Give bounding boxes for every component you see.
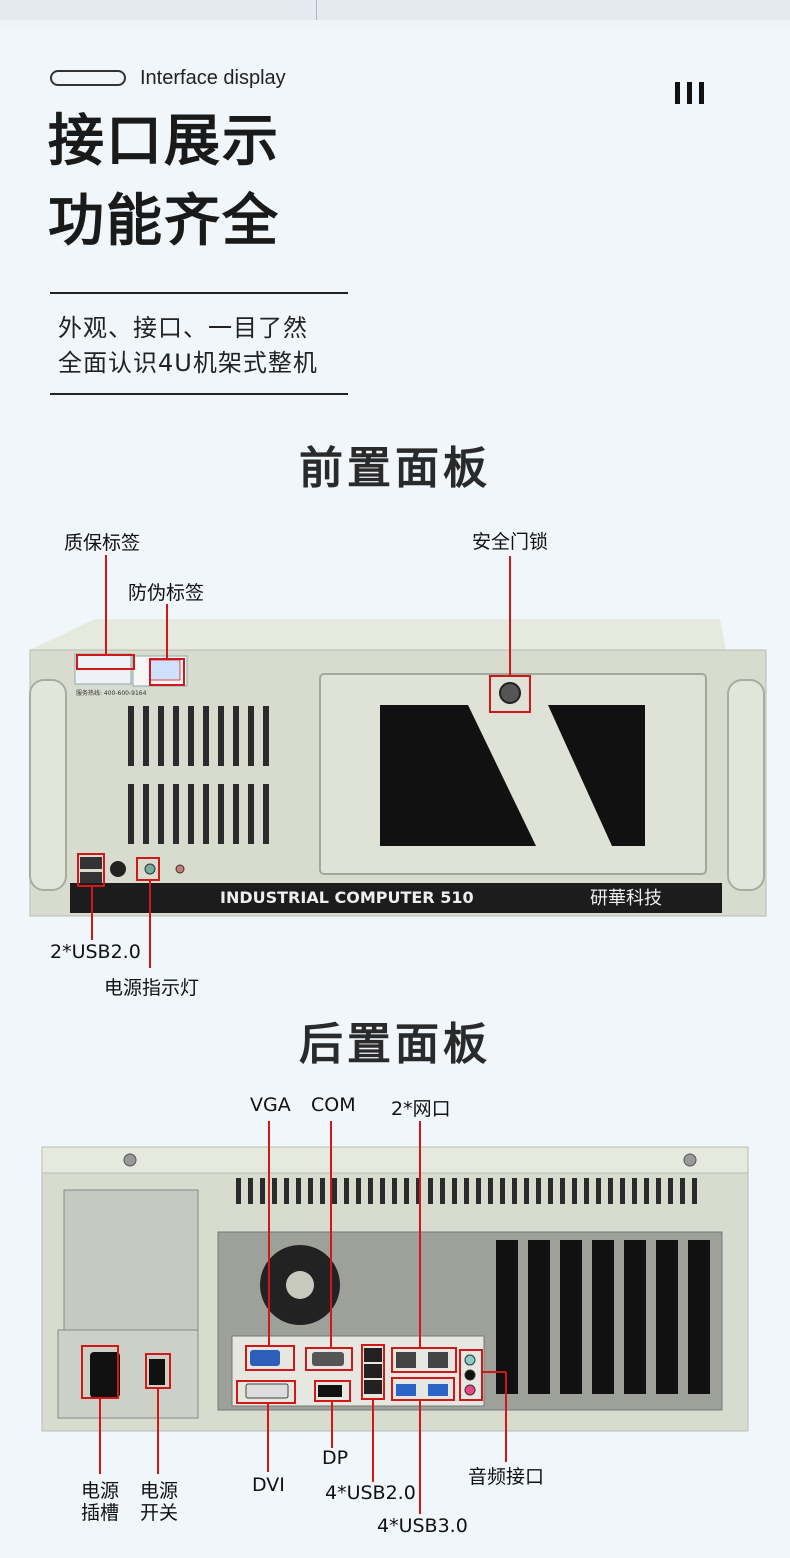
label-anti-counterfeit: 防伪标签 xyxy=(128,582,205,604)
rear-panel-heading: 后置面板 xyxy=(299,1019,491,1070)
label-vga: VGA xyxy=(250,1094,291,1116)
usb3-port-2 xyxy=(428,1384,448,1396)
usb2-port-1 xyxy=(364,1348,382,1362)
power-socket xyxy=(90,1352,120,1398)
power-switch xyxy=(149,1359,165,1385)
roman-numeral-three-icon xyxy=(675,82,707,104)
label-usb3: 4*USB3.0 xyxy=(377,1515,468,1537)
com-port xyxy=(312,1352,344,1366)
label-warranty-sticker: 质保标签 xyxy=(64,532,141,554)
tagline-top-rule xyxy=(50,292,348,294)
usb2-port-2 xyxy=(364,1364,382,1378)
label-power-switch-1: 电源 xyxy=(140,1480,179,1502)
page-title-line1: 接口展示 xyxy=(48,109,280,174)
tagline-bottom-rule xyxy=(50,393,348,395)
left-handle xyxy=(29,679,67,891)
front-vents xyxy=(128,706,269,844)
audio-jack-3 xyxy=(464,1384,476,1396)
label-usb2: 4*USB2.0 xyxy=(325,1482,416,1504)
chassis-top-face xyxy=(30,619,726,650)
power-button xyxy=(110,861,126,877)
label-dvi: DVI xyxy=(252,1474,285,1496)
usb3-port-1 xyxy=(396,1384,416,1396)
audio-jack-2 xyxy=(464,1369,476,1381)
top-divider xyxy=(316,0,317,20)
tagline-line2: 全面认识4U机架式整机 xyxy=(58,349,318,377)
top-strip xyxy=(0,0,790,20)
label-front-usb: 2*USB2.0 xyxy=(50,941,141,963)
brand-cn: 研華科技 xyxy=(590,888,662,909)
front-usb-2 xyxy=(80,872,102,884)
lan-port-2 xyxy=(428,1352,448,1368)
front-callouts xyxy=(76,555,531,968)
audio-jack-1 xyxy=(464,1354,476,1366)
door-window-left xyxy=(380,705,536,846)
subtitle-english: Interface display xyxy=(140,67,286,89)
rear-top-lip xyxy=(41,1146,749,1174)
label-lan: 2*网口 xyxy=(391,1098,451,1120)
right-handle xyxy=(727,679,765,891)
power-led xyxy=(144,863,156,875)
lan-port-1 xyxy=(396,1352,416,1368)
front-panel-heading: 前置面板 xyxy=(299,443,491,494)
psu-grill xyxy=(63,1189,199,1331)
label-power-switch-2: 开关 xyxy=(140,1502,179,1524)
brand-strip xyxy=(70,883,722,913)
label-security-lock: 安全门锁 xyxy=(472,531,549,553)
usb2-port-3 xyxy=(364,1380,382,1394)
psu-plate xyxy=(57,1329,199,1419)
label-dp: DP xyxy=(322,1447,349,1469)
front-usb-1 xyxy=(80,857,102,869)
label-power-led: 电源指示灯 xyxy=(104,977,200,999)
rear-callouts xyxy=(81,1121,507,1514)
door-window-right xyxy=(548,705,645,846)
page-title-line2: 功能齐全 xyxy=(48,189,280,254)
hdd-led xyxy=(175,864,185,874)
dp-port xyxy=(318,1385,342,1397)
door-lock xyxy=(499,682,521,704)
dvi-port xyxy=(245,1383,289,1399)
label-power-socket-1: 电源 xyxy=(81,1480,120,1502)
label-com: COM xyxy=(311,1094,356,1116)
rear-top-vents xyxy=(236,1178,697,1204)
vga-port xyxy=(250,1350,280,1366)
sticker-phone-text: 服务热线: 400-600-9164 xyxy=(76,689,147,697)
tagline-line1: 外观、接口、一目了然 xyxy=(58,314,308,342)
label-audio: 音频接口 xyxy=(468,1466,545,1488)
expansion-slots xyxy=(496,1240,710,1394)
pill-decoration xyxy=(50,70,126,86)
label-power-socket-2: 插槽 xyxy=(81,1502,120,1524)
brand-text: INDUSTRIAL COMPUTER 510 xyxy=(220,888,474,907)
